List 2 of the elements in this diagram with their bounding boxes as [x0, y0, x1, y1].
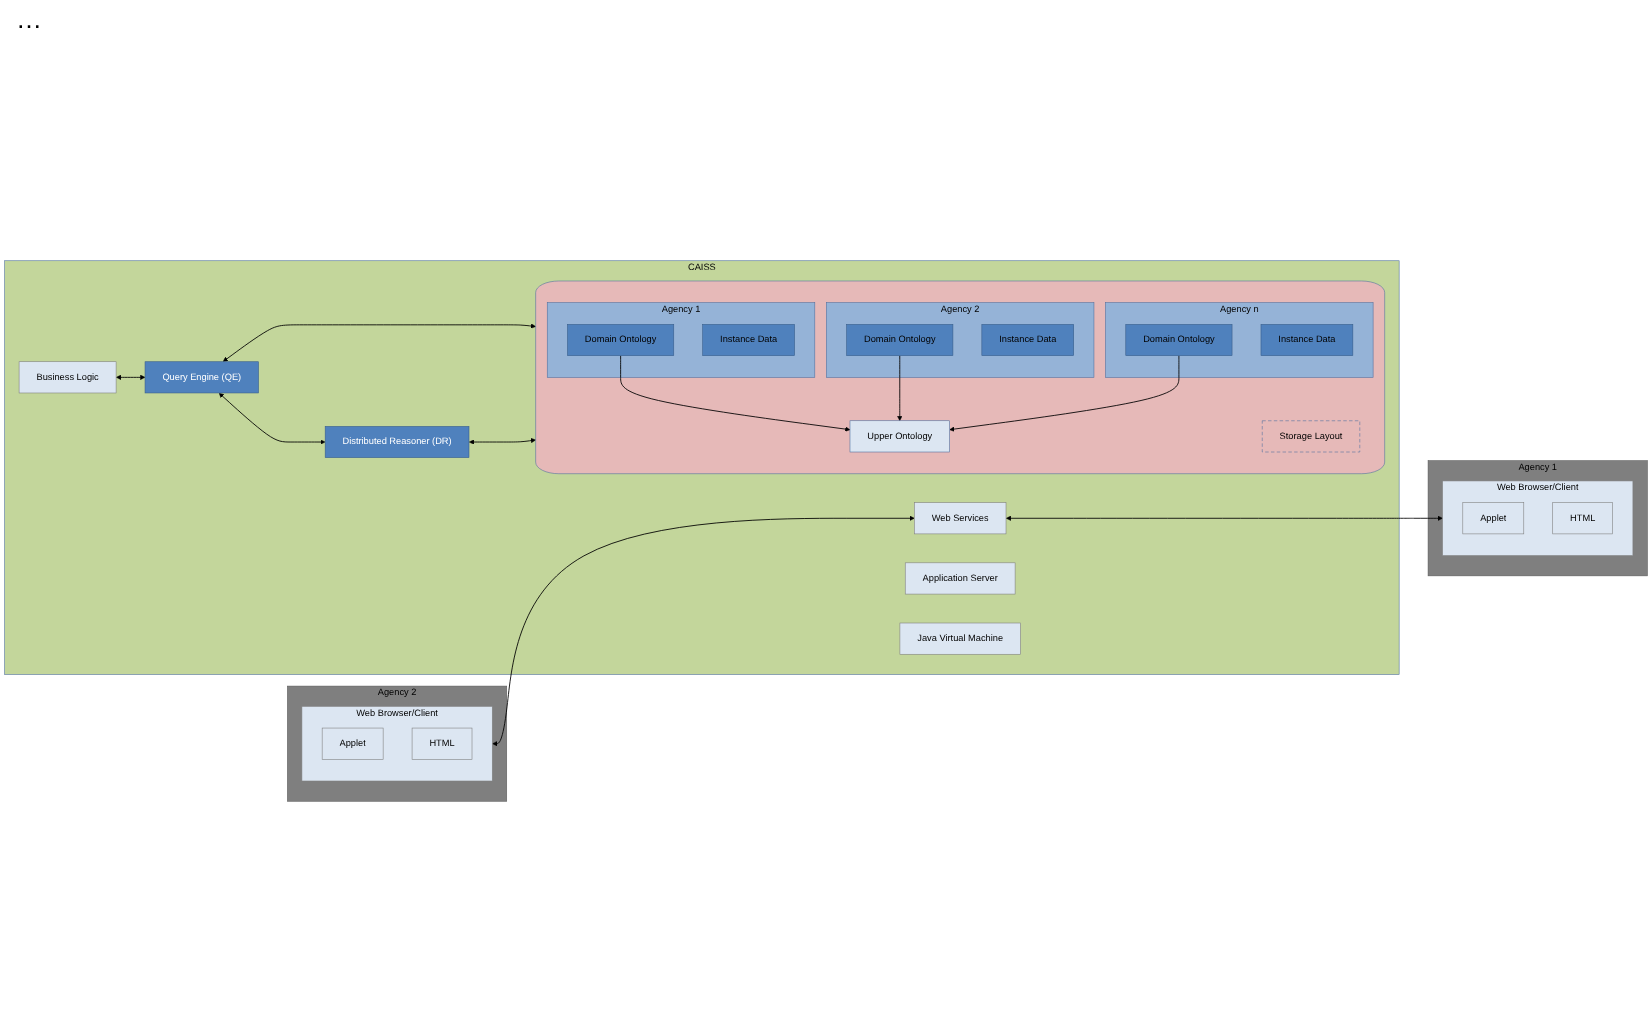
cluster [535, 280, 1385, 474]
ellipsis-label: … [16, 4, 42, 34]
